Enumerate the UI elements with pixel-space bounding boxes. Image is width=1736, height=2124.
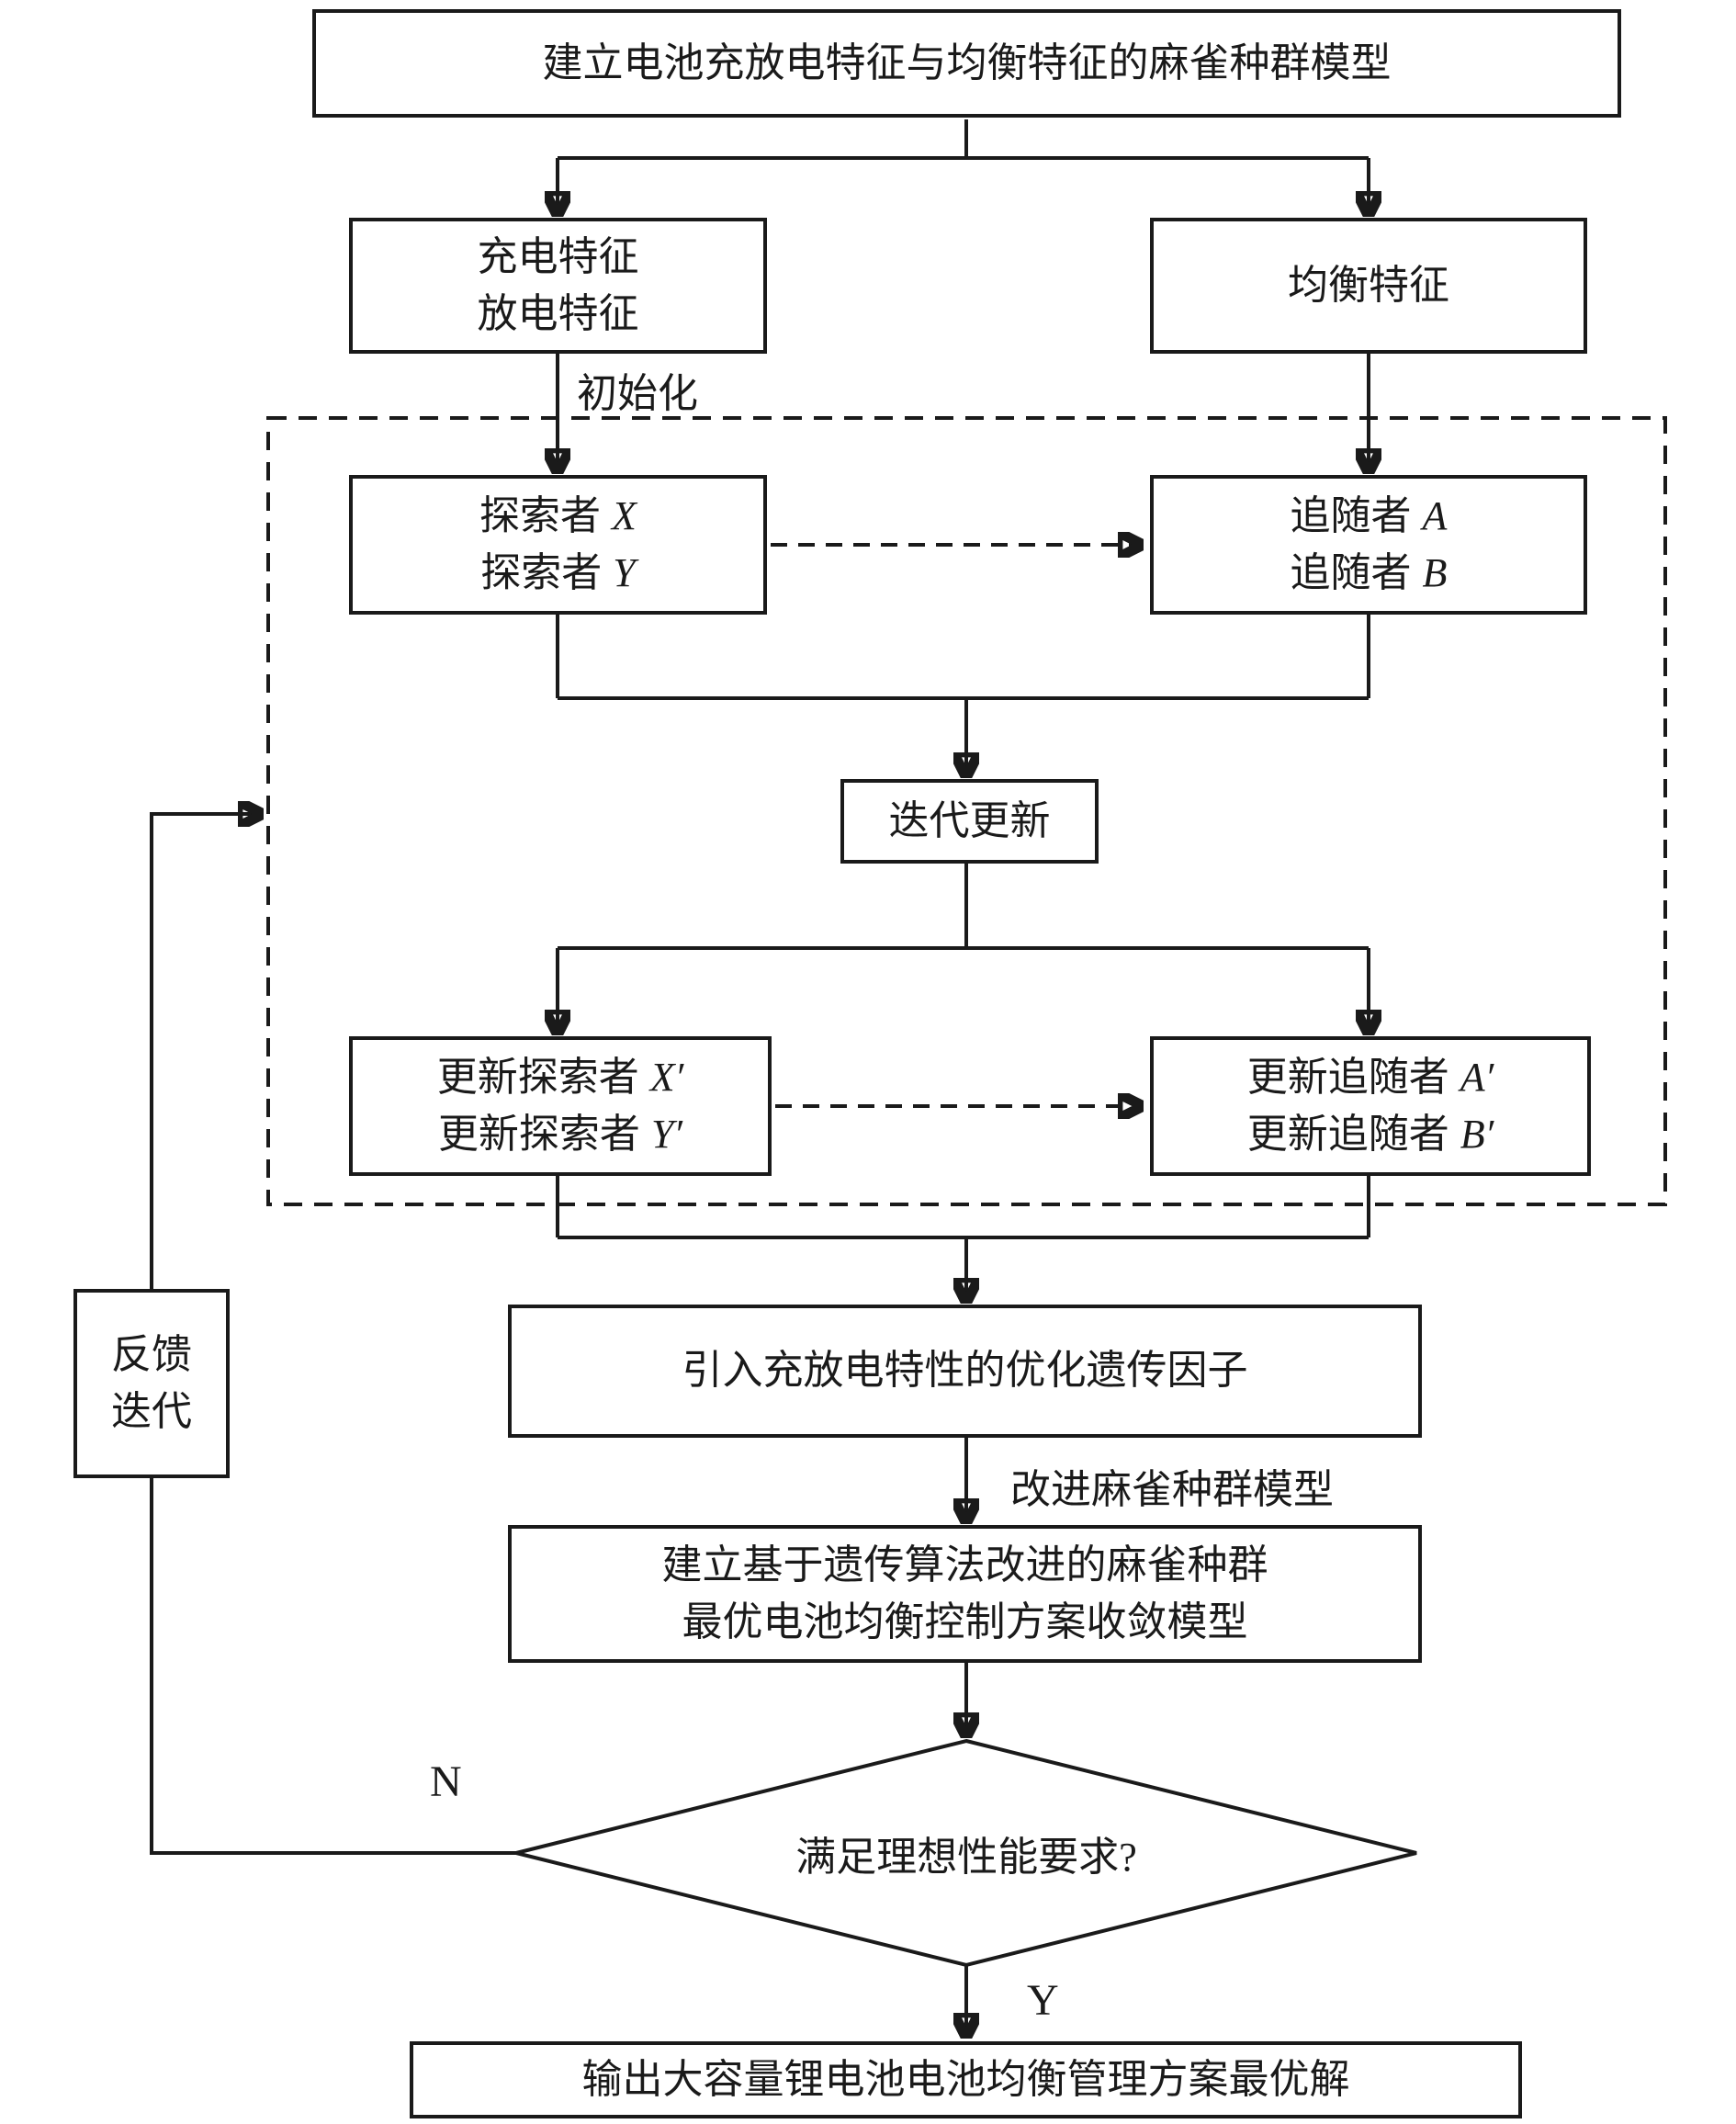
feedback-line2: 迭代 <box>111 1389 192 1434</box>
updated-follower-b-label: 更新追随者 <box>1246 1112 1449 1157</box>
balance-feature-label: 均衡特征 <box>1288 262 1449 308</box>
follower-b-label: 追随者 <box>1290 550 1412 595</box>
output-solution-label: 输出大容量锂电池电池均衡管理方案最优解 <box>581 2056 1350 2102</box>
node-converge-model: 建立基于遗传算法改进的麻雀种群 最优电池均衡控制方案收敛模型 <box>508 1525 1422 1663</box>
updated-explorer-x-var: X′ <box>649 1054 684 1100</box>
updated-explorer-x-label: 更新探索者 <box>436 1054 639 1100</box>
explorer-y-label: 探索者 <box>480 550 603 595</box>
branch-no-label: N <box>430 1757 462 1806</box>
connector-merge-to-iterate <box>556 615 1370 700</box>
init-annotation: 初始化 <box>577 371 698 416</box>
decision-label: 满足理想性能要求? <box>795 1835 1137 1880</box>
node-build-sparrow-model-label: 建立电池充放电特征与均衡特征的麻雀种群模型 <box>542 40 1392 85</box>
connector-split-after-iterate <box>558 864 1369 950</box>
connector-merge-after-update <box>556 1176 1370 1239</box>
follower-b-var: B <box>1422 550 1448 595</box>
follower-a-label: 追随者 <box>1290 492 1412 538</box>
iterate-update-label: 迭代更新 <box>888 797 1051 843</box>
charge-feature-label: 充电特征 <box>477 233 639 279</box>
follower-a-var: A <box>1422 492 1448 538</box>
node-output-solution: 输出大容量锂电池电池均衡管理方案最优解 <box>410 2041 1522 2118</box>
updated-follower-a-var: A′ <box>1460 1054 1494 1100</box>
node-iterate-update: 迭代更新 <box>840 779 1099 864</box>
updated-explorer-y-var: Y′ <box>650 1112 683 1157</box>
branch-yes-label: Y <box>1027 1976 1059 2025</box>
node-feedback-iterate: 反馈 迭代 <box>73 1289 230 1478</box>
updated-follower-a-label: 更新追随者 <box>1246 1054 1449 1100</box>
node-genetic-factor: 引入充放电特性的优化遗传因子 <box>508 1305 1422 1438</box>
feedback-line1: 反馈 <box>111 1331 192 1377</box>
genetic-factor-label: 引入充放电特性的优化遗传因子 <box>682 1348 1248 1394</box>
explorer-y-var: Y <box>613 550 636 595</box>
converge-model-line1: 建立基于遗传算法改进的麻雀种群 <box>661 1542 1268 1587</box>
iteration-dashed-region <box>266 416 1667 1206</box>
discharge-feature-label: 放电特征 <box>477 291 639 336</box>
updated-follower-b-var: B′ <box>1460 1112 1494 1157</box>
improved-model-annotation: 改进麻雀种群模型 <box>1010 1467 1334 1512</box>
connector-top-split <box>558 119 1369 160</box>
explorer-x-var: X <box>612 492 637 538</box>
node-build-sparrow-model: 建立电池充放电特征与均衡特征的麻雀种群模型 <box>312 9 1621 118</box>
node-balance-feature: 均衡特征 <box>1150 218 1587 354</box>
explorer-x-label: 探索者 <box>479 492 602 538</box>
converge-model-line2: 最优电池均衡控制方案收敛模型 <box>682 1599 1248 1644</box>
node-charge-discharge-feature: 充电特征 放电特征 <box>349 218 767 354</box>
updated-explorer-y-label: 更新探索者 <box>437 1112 640 1157</box>
